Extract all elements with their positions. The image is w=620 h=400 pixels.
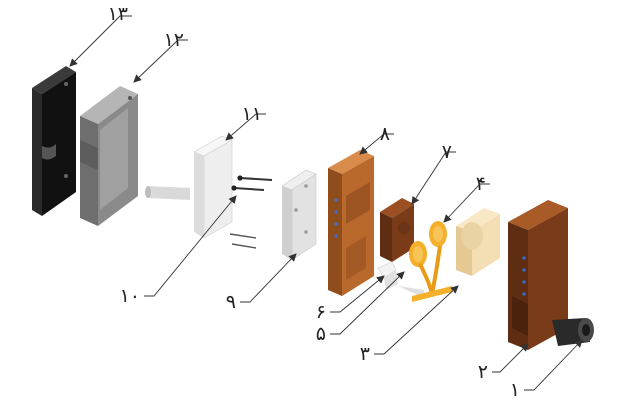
part-10-white-plate	[193, 135, 233, 239]
part-1-bushing	[552, 318, 594, 346]
part-9-gray-plate	[281, 169, 317, 261]
callout-5: ۵	[316, 323, 326, 345]
part-7-dark-insert	[380, 198, 414, 262]
callout-2: ۲	[478, 361, 488, 383]
callout-10: ۱۰	[120, 285, 140, 307]
leader-4	[443, 183, 490, 223]
part-10-pins	[229, 175, 273, 249]
leader-9	[240, 253, 297, 303]
leader-1	[524, 339, 583, 391]
callout-12: ۱۲	[164, 29, 184, 51]
callout-13: ۱۳	[108, 3, 128, 25]
callout-11: ۱۱	[242, 103, 262, 125]
callout-9: ۹	[226, 291, 236, 313]
part-3-cream-block	[456, 208, 500, 276]
leader-8	[359, 133, 394, 155]
leader-13	[69, 15, 132, 67]
part-2-copper-plate	[508, 200, 568, 350]
leader-5	[330, 271, 405, 335]
leader-lines	[69, 15, 583, 391]
callout-labels: ۱۳ ۱۲ ۱۱ ۱۰ ۹ ۸ ۷ ۴ ۶ ۵ ۳ ۲ ۱	[108, 3, 520, 400]
leader-3	[374, 285, 459, 355]
part-6-white-wedge	[377, 261, 398, 290]
leader-6	[330, 275, 385, 313]
callout-3: ۳	[360, 343, 370, 365]
callout-1: ۱	[510, 379, 520, 400]
leader-7	[411, 151, 456, 205]
leader-10	[144, 195, 237, 297]
part-4-yellow-part	[409, 221, 452, 302]
leader-11	[225, 113, 266, 141]
part-8-copper-plate	[328, 150, 374, 296]
part-13-black-plate	[32, 66, 76, 216]
callout-6: ۶	[316, 301, 326, 323]
callout-7: ۷	[442, 141, 452, 163]
leader-2	[492, 343, 529, 373]
callout-4: ۴	[476, 173, 486, 195]
part-12-gray-plate	[80, 86, 138, 226]
leader-12	[133, 39, 188, 83]
callout-8: ۸	[380, 123, 390, 145]
part-11-ejector-pin	[145, 186, 190, 200]
